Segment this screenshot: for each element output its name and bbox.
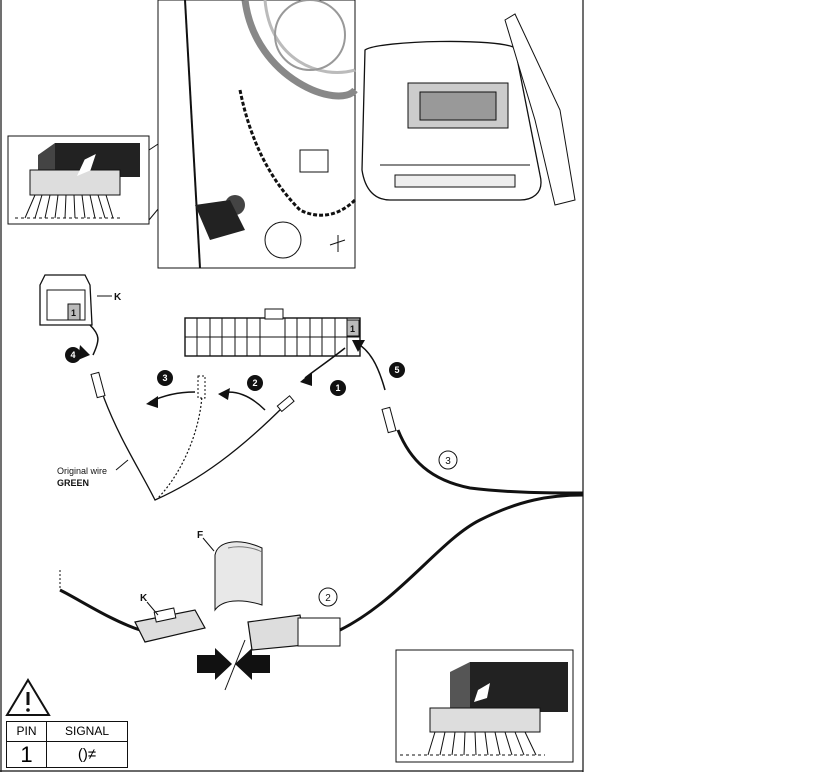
header-pin: PIN [16, 724, 37, 738]
svg-text:2: 2 [325, 593, 331, 604]
connector-mating-lower [247, 493, 584, 651]
insulation-tape-f [202, 537, 263, 612]
pin-marker-right: 1 [350, 324, 355, 334]
original-wire-label: Original wire [57, 466, 107, 476]
svg-text:5: 5 [394, 365, 399, 375]
connector-k [39, 274, 112, 326]
page-frame [0, 0, 584, 772]
pin-number: 1 [20, 742, 33, 767]
connector-k-lower [134, 601, 206, 643]
pin-signal-table: PIN SIGNAL 1 ()≠ [6, 721, 128, 768]
table-row: 1 ()≠ [7, 742, 127, 767]
multi-pin-connector [184, 308, 361, 357]
header-signal: SIGNAL [64, 724, 109, 738]
connector-detail-top-left [7, 89, 241, 225]
wire-harness-middle [90, 371, 584, 501]
label-k-top: K [114, 292, 122, 303]
svg-text:1: 1 [335, 383, 340, 393]
step-badge-5: 5 [389, 362, 405, 378]
step-badge-2: 2 [247, 375, 263, 391]
vehicle-rear-view [361, 13, 576, 206]
label-k-bottom: K [140, 593, 148, 604]
circled-number-2: 2 [318, 587, 338, 607]
rear-fog-lamp-icon: ()≠ [77, 746, 97, 763]
svg-text:3: 3 [162, 373, 167, 383]
table-header: PIN SIGNAL [7, 722, 127, 742]
svg-text:3: 3 [445, 456, 451, 467]
pin-marker-left: 1 [71, 308, 76, 318]
vehicle-interior-frame [157, 0, 358, 269]
table-divider [46, 722, 47, 767]
circled-number-3: 3 [438, 450, 458, 470]
push-together-arrows [197, 639, 270, 691]
svg-text:4: 4 [70, 350, 75, 360]
connector-detail-bottom-right [395, 649, 574, 763]
step-badge-3: 3 [157, 370, 173, 386]
step-badge-1: 1 [330, 380, 346, 396]
label-f: F [197, 530, 203, 541]
wire-color-label: GREEN [57, 478, 89, 488]
wire-left-lower [59, 570, 141, 632]
warning-triangle-icon [5, 678, 51, 716]
step-arrows [78, 324, 386, 411]
step-badge-4: 4 [65, 347, 81, 363]
svg-text:2: 2 [252, 378, 257, 388]
